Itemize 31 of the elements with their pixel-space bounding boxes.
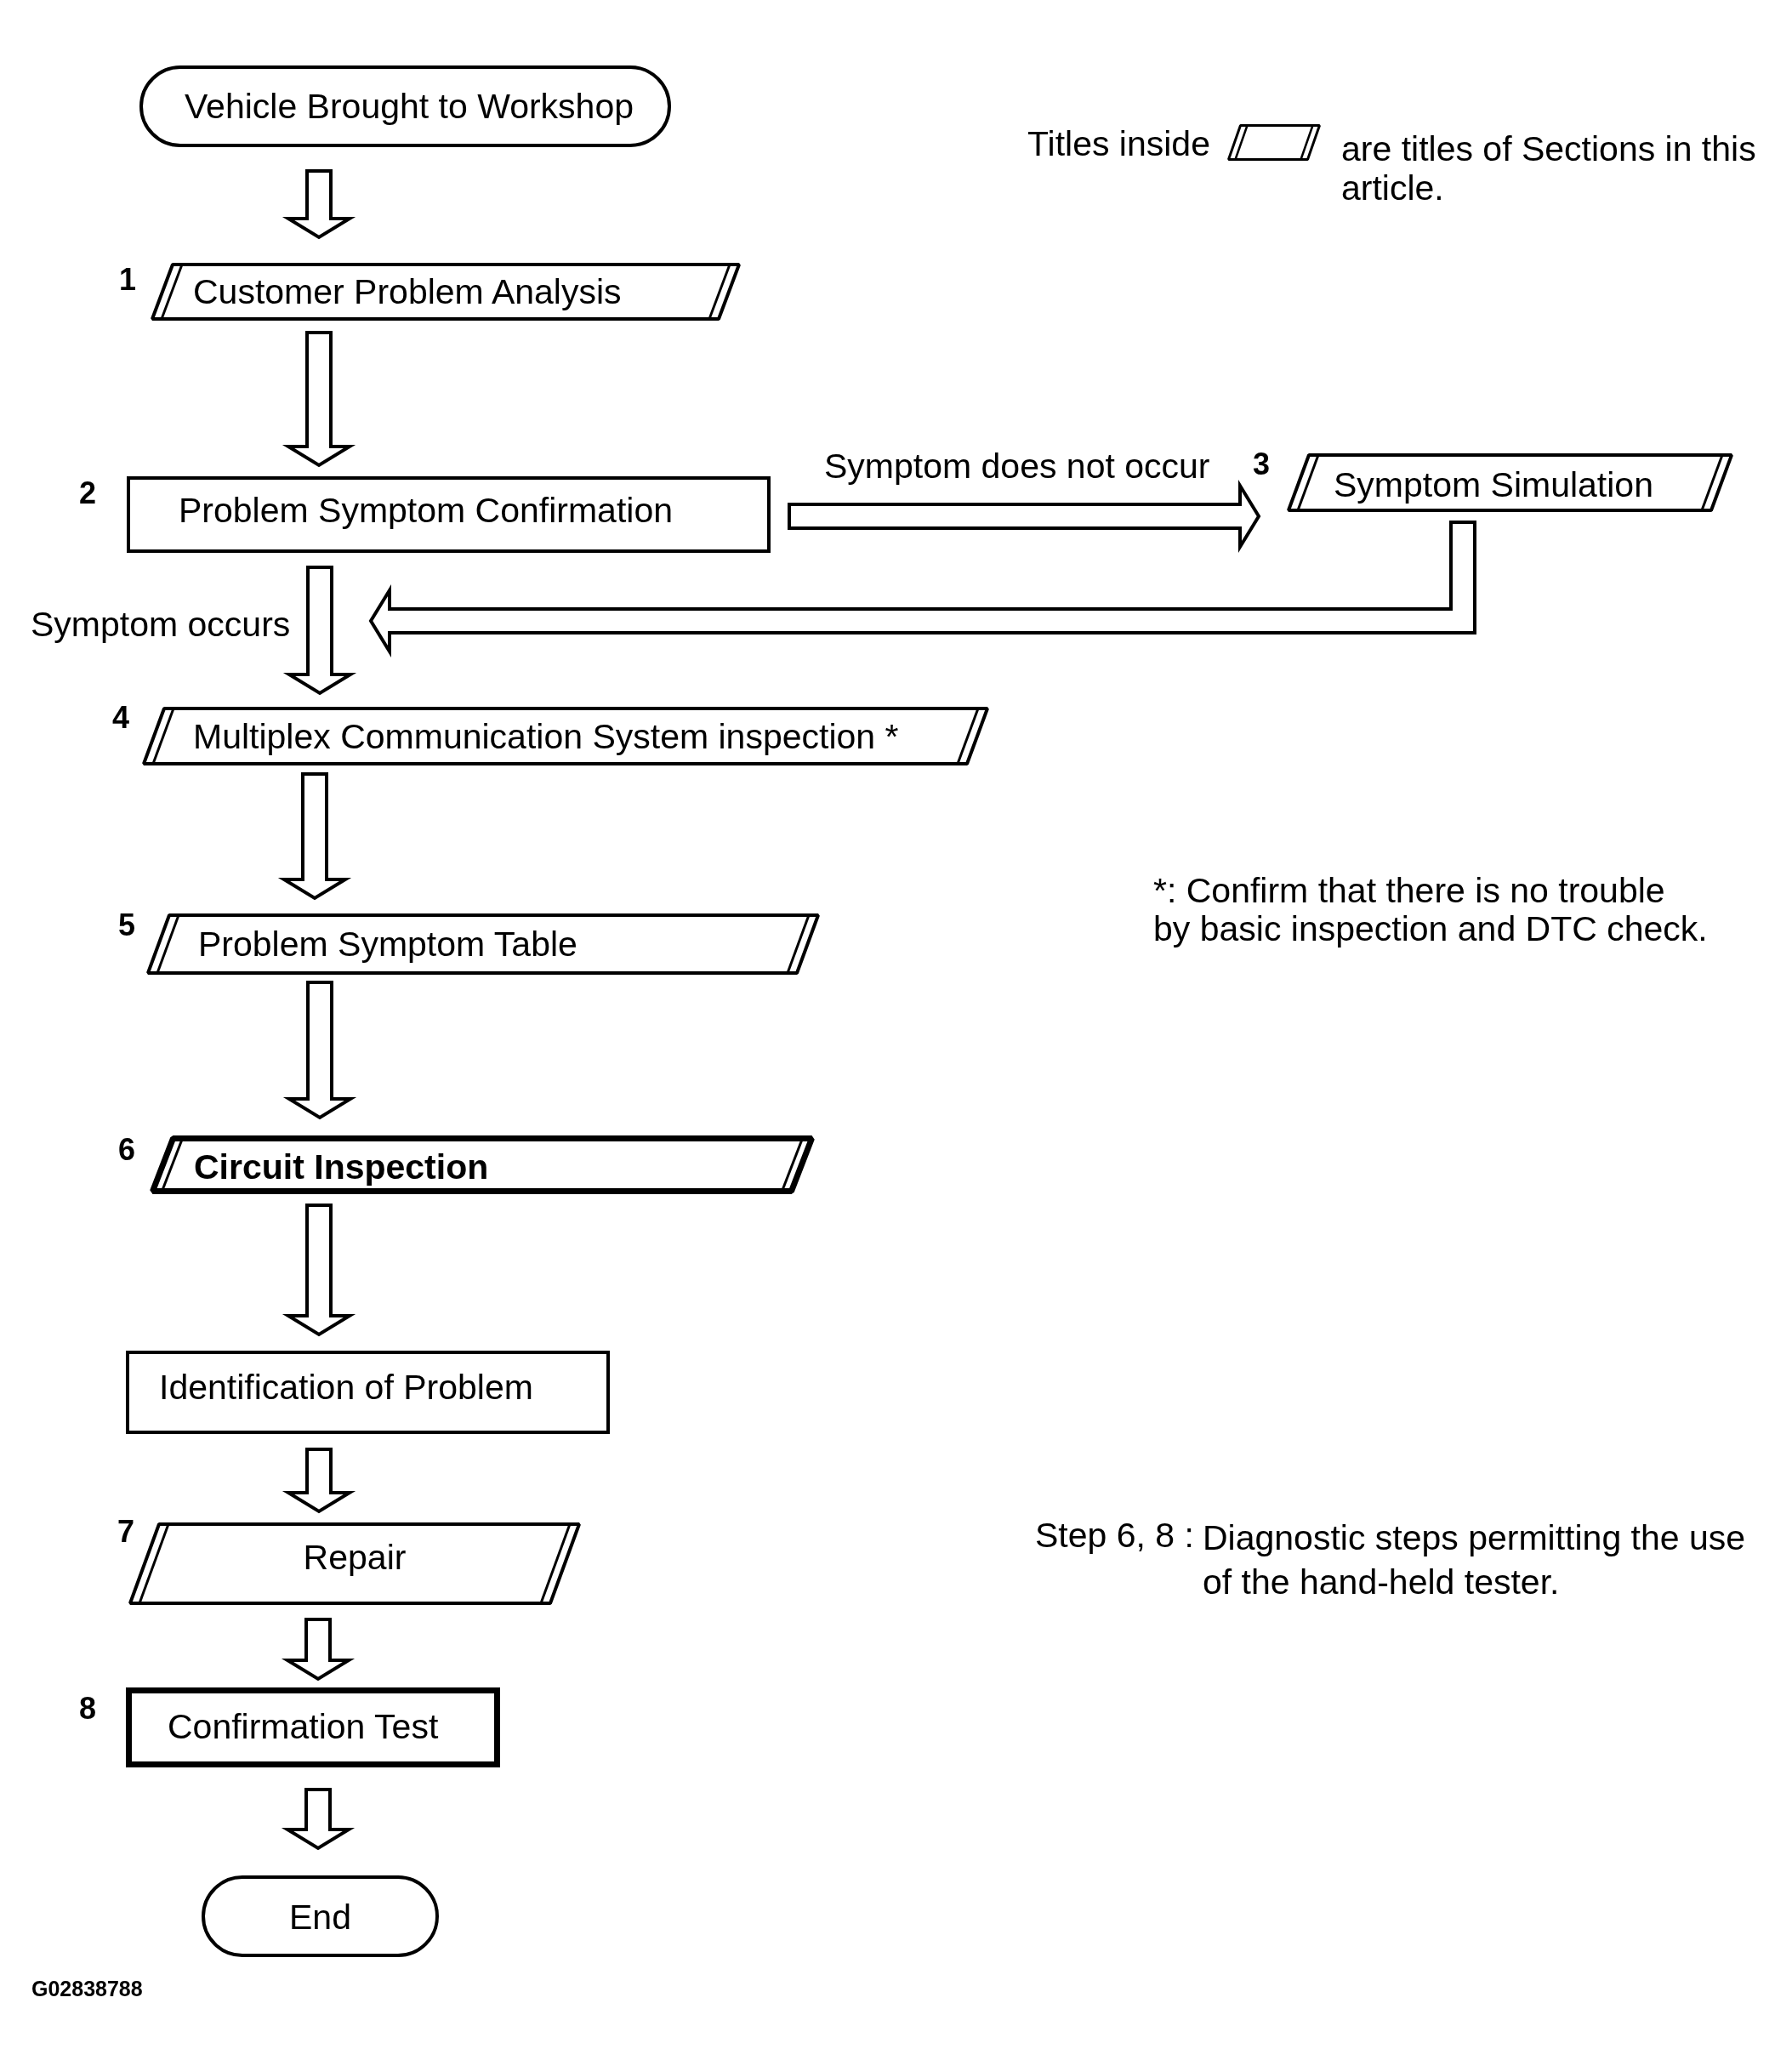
block-arrow (282, 566, 357, 696)
footnote-text: *: Confirm that there is no trouble by basic inspection and DTC check. (1153, 872, 1709, 948)
step-title: End (289, 1901, 351, 1933)
block-arrow (282, 331, 356, 468)
note-text: Diagnostic steps permitting the use of the hand-held tester. (1203, 1517, 1747, 1603)
step-number: 7 (117, 1517, 135, 1547)
process-box (126, 1687, 500, 1767)
step-number: 3 (1253, 449, 1271, 480)
step-number: 8 (79, 1693, 97, 1724)
step-title: Identification of Problem (159, 1371, 533, 1403)
block-arrow (281, 1788, 356, 1851)
step-number: 4 (112, 703, 130, 733)
block-arrow (277, 772, 352, 901)
step-number: 5 (118, 910, 136, 941)
step-title: Confirmation Test (168, 1710, 439, 1743)
block-arrow (282, 169, 356, 240)
figure-code: G02838788 (31, 1977, 143, 2001)
note-text: Titles inside (1027, 124, 1210, 163)
block-arrow (282, 1448, 356, 1514)
process-box (127, 476, 771, 553)
process-box (126, 1351, 610, 1434)
step-number: 1 (119, 265, 137, 295)
block-arrow (281, 1618, 356, 1682)
note-text: are titles of Sections in this article. (1341, 129, 1757, 208)
note-text: Step 6, 8 : (1035, 1516, 1194, 1555)
block-arrow (282, 1204, 356, 1337)
block-arrow (368, 521, 1476, 658)
block-arrow (788, 479, 1261, 554)
step-number: 2 (79, 478, 97, 509)
block-arrow (282, 981, 357, 1120)
step-number: 6 (118, 1135, 136, 1165)
